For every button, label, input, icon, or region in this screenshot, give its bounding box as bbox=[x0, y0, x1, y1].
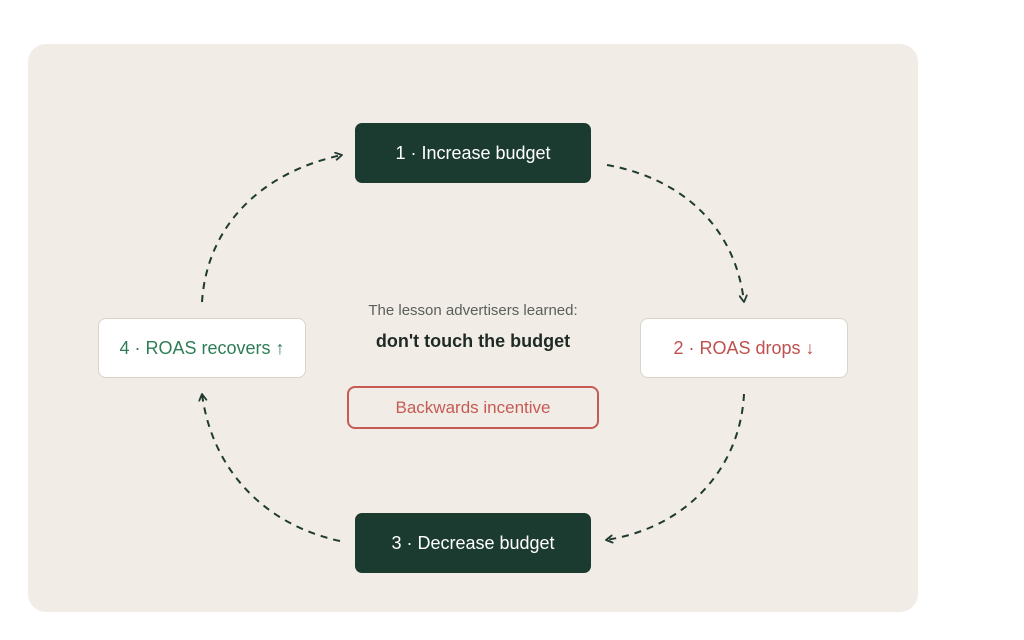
step-roas-drops: 2 · ROAS drops ↓ bbox=[640, 318, 848, 378]
lesson-intro-text: The lesson advertisers learned: bbox=[368, 302, 578, 319]
step-decrease-budget: 3 · Decrease budget bbox=[355, 513, 591, 573]
lesson-main-text: don't touch the budget bbox=[375, 331, 571, 351]
step-roas-recovers: 4 · ROAS recovers ↑ bbox=[98, 318, 306, 378]
step-increase-budget: 1 · Increase budget bbox=[355, 123, 591, 183]
backwards-incentive-badge: Backwards incentive bbox=[347, 386, 599, 429]
